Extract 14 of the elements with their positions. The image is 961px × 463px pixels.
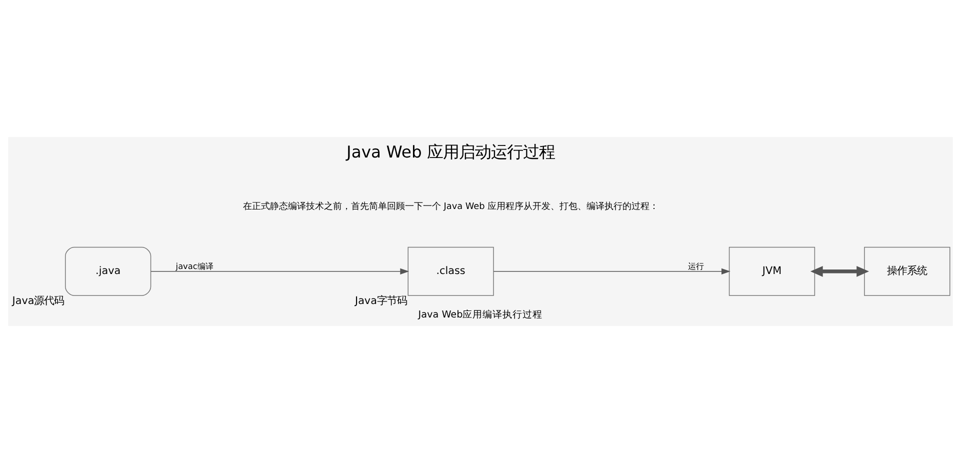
diagram-title: Java Web 应用启动运行过程 (346, 142, 556, 162)
node-label: Java字节码 (355, 294, 407, 307)
arrow (493, 268, 730, 275)
edge-label: javac编译 (176, 261, 214, 272)
arrow (810, 266, 870, 277)
label: 在正式静态编译技术之前，首先简单回顾一下一个 Java Web 应用程序从开发、打包、编译执行的过程： (242, 202, 659, 212)
node-label: Java源代码 (12, 294, 64, 307)
node-box: 操作系统 (864, 246, 950, 296)
arrow (150, 268, 410, 275)
edge-label: 运行 (688, 261, 704, 272)
node-box: JVM (728, 246, 816, 296)
node-box: .class (408, 246, 494, 296)
node-box: .java (65, 246, 152, 296)
caption: Java Web应用编译执行过程 (418, 309, 543, 320)
